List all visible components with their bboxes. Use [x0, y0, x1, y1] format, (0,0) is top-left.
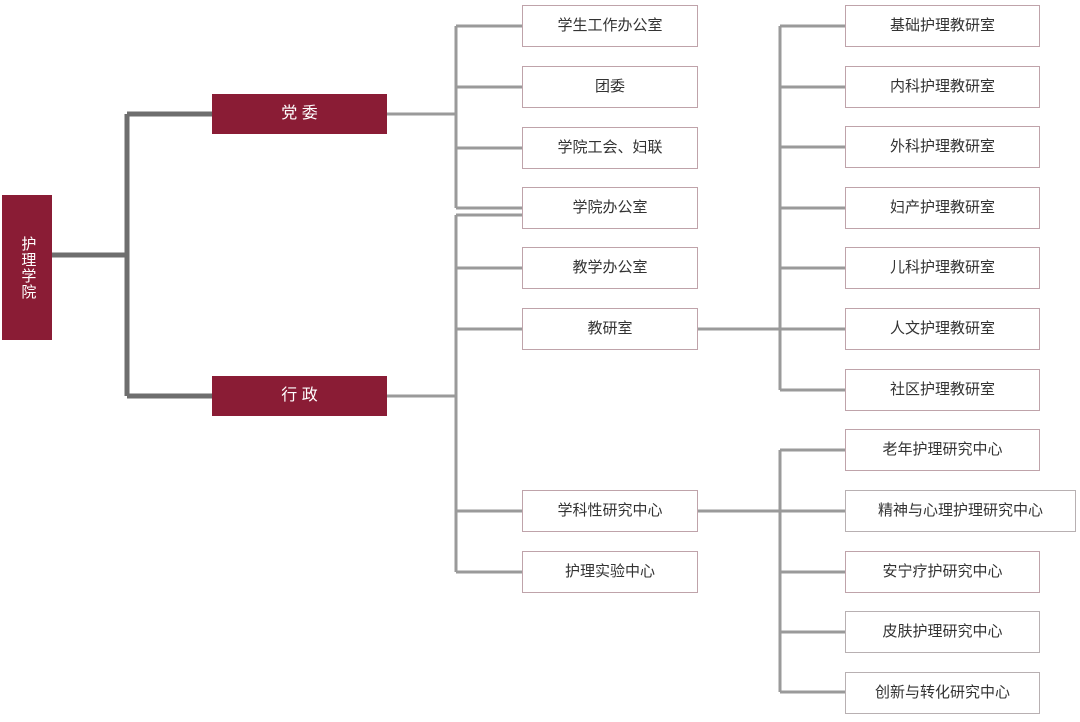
node-hospice-care-research-center[interactable]: 安宁疗护研究中心	[845, 551, 1040, 593]
node-nursing-laboratory-center[interactable]: 护理实验中心	[522, 551, 698, 593]
node-fundamental-nursing-office[interactable]: 基础护理教研室	[845, 5, 1040, 47]
node-root-nursing-college[interactable]: 护理学院	[2, 195, 52, 340]
node-community-nursing-office[interactable]: 社区护理教研室	[845, 369, 1040, 411]
node-surgical-nursing-office[interactable]: 外科护理教研室	[845, 126, 1040, 168]
node-administration[interactable]: 行 政	[212, 376, 387, 416]
node-disciplinary-research-center[interactable]: 学科性研究中心	[522, 490, 698, 532]
node-internal-medicine-nursing-office[interactable]: 内科护理教研室	[845, 66, 1040, 108]
node-party-committee[interactable]: 党 委	[212, 94, 387, 134]
node-pediatric-nursing-office[interactable]: 儿科护理教研室	[845, 247, 1040, 289]
node-humanistic-nursing-office[interactable]: 人文护理教研室	[845, 308, 1040, 350]
node-youth-league-committee[interactable]: 团委	[522, 66, 698, 108]
node-teaching-research-section[interactable]: 教研室	[522, 308, 698, 350]
node-union-and-womens-federation[interactable]: 学院工会、妇联	[522, 127, 698, 169]
node-college-office[interactable]: 学院办公室	[522, 187, 698, 229]
node-mental-psychological-nursing-research-center[interactable]: 精神与心理护理研究中心	[845, 490, 1076, 532]
node-geriatric-nursing-research-center[interactable]: 老年护理研究中心	[845, 429, 1040, 471]
node-teaching-office[interactable]: 教学办公室	[522, 247, 698, 289]
node-skin-nursing-research-center[interactable]: 皮肤护理研究中心	[845, 611, 1040, 653]
node-innovation-translation-research-center[interactable]: 创新与转化研究中心	[845, 672, 1040, 714]
node-obstetrics-nursing-office[interactable]: 妇产护理教研室	[845, 187, 1040, 229]
node-student-affairs-office[interactable]: 学生工作办公室	[522, 5, 698, 47]
